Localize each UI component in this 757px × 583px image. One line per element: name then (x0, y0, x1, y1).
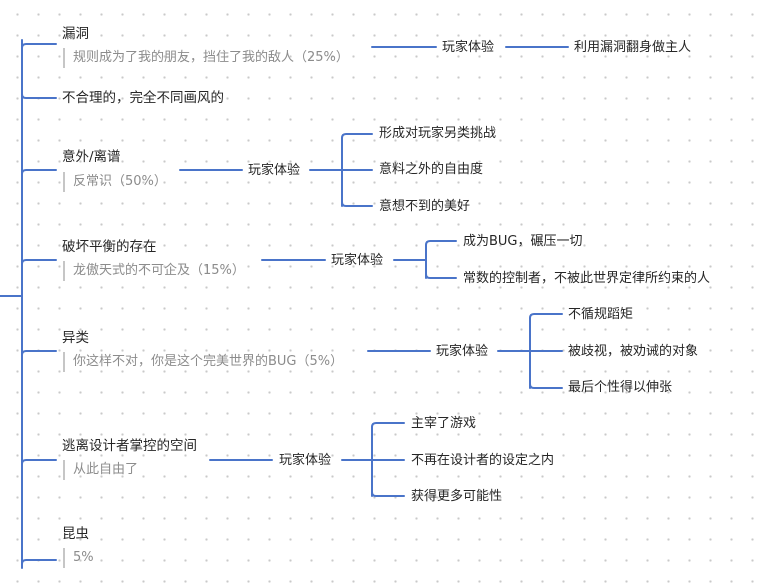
branch-note-balance-breaker: 龙傲天式的不可企及（15%） (63, 261, 245, 281)
branch-note-loophole: 规则成为了我的朋友，挡住了我的敌人（25%） (63, 48, 349, 68)
leaf-node[interactable]: 不再在设计者的设定之内 (411, 453, 555, 468)
player-experience-node[interactable]: 玩家体验 (248, 163, 301, 178)
player-experience-node[interactable]: 玩家体验 (331, 253, 384, 268)
connector-line (21, 459, 57, 465)
leaf-node[interactable]: 不循规蹈矩 (568, 307, 634, 322)
player-experience-node[interactable]: 玩家体验 (436, 344, 489, 359)
leaf-node[interactable]: 获得更多可能性 (411, 489, 503, 504)
player-experience-node[interactable]: 玩家体验 (442, 40, 495, 55)
connector-line (21, 43, 57, 49)
leaf-node[interactable]: 形成对玩家另类挑战 (379, 126, 497, 141)
leaf-node[interactable]: 利用漏洞翻身做主人 (574, 40, 692, 55)
branch-note-insect: 5% (63, 548, 94, 568)
connector-line (21, 259, 57, 265)
connector-line (21, 559, 57, 565)
connector-line (371, 491, 405, 497)
connector-line (21, 93, 57, 99)
branch-title-insect[interactable]: 昆虫 (62, 526, 89, 542)
branch-title-alien[interactable]: 异类 (62, 330, 89, 346)
connector-line (529, 313, 563, 319)
leaf-node[interactable]: 成为BUG，碾压一切 (463, 234, 583, 249)
branch-note-escape: 从此自由了 (63, 460, 138, 480)
leaf-node[interactable]: 主宰了游戏 (411, 416, 477, 431)
branch-title-loophole[interactable]: 漏洞 (62, 26, 89, 42)
branch-title-accident[interactable]: 意外/离谱 (62, 149, 121, 165)
connector-line (341, 201, 373, 207)
branch-title-balance-breaker[interactable]: 破坏平衡的存在 (62, 239, 157, 255)
leaf-node[interactable]: 被歧视，被劝诫的对象 (568, 344, 699, 359)
leaf-node[interactable]: 意想不到的美好 (379, 199, 471, 214)
connector-line (425, 240, 457, 246)
branch-title-unreasonable[interactable]: 不合理的，完全不同画风的 (62, 90, 224, 106)
player-experience-node[interactable]: 玩家体验 (279, 453, 332, 468)
leaf-node[interactable]: 最后个性得以伸张 (568, 380, 673, 395)
leaf-node[interactable]: 意料之外的自由度 (379, 162, 484, 177)
branch-title-escape[interactable]: 逃离设计者掌控的空间 (62, 438, 197, 454)
connector-line (425, 273, 457, 279)
connector-line (21, 169, 57, 175)
connector-line (21, 350, 57, 356)
connector-line (529, 383, 563, 389)
leaf-node[interactable]: 常数的控制者，不被此世界定律所约束的人 (463, 271, 711, 286)
connector-line (341, 133, 373, 139)
branch-note-accident: 反常识（50%） (63, 172, 167, 192)
branch-note-alien: 你这样不对，你是这个完美世界的BUG（5%） (63, 352, 343, 372)
connector-line (371, 422, 405, 428)
